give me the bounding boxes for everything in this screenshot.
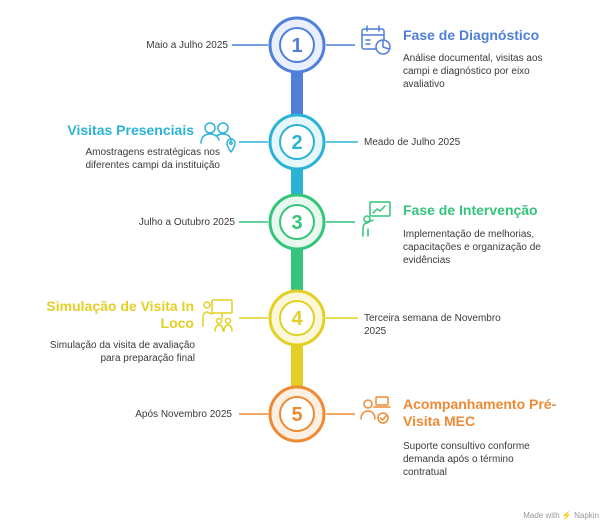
- presentation-group-icon: [202, 299, 233, 332]
- connector-4-5: [291, 345, 303, 391]
- step-number-2: 2: [291, 132, 302, 154]
- step-3-date: Julho a Outubro 2025: [138, 217, 235, 228]
- step-5-title: Acompanhamento Pré-Visita MEC: [403, 396, 557, 429]
- footer-credit: Made with ⚡ Napkin: [523, 511, 599, 520]
- step-number-5: 5: [291, 404, 302, 426]
- step-3-title: Fase de Intervenção: [403, 202, 538, 218]
- step-4-date: Terceira semana de Novembro 2025: [364, 313, 501, 337]
- connector-1-2: [291, 73, 303, 119]
- step-5-description: Suporte consultivo conforme demanda após…: [403, 441, 530, 478]
- connector-2-3: [291, 167, 303, 197]
- support-laptop-icon: [360, 396, 391, 424]
- step-3-description: Implementação de melhorias, capacitações…: [403, 229, 541, 266]
- step-4-description: Simulação da visita de avaliação para pr…: [49, 340, 195, 364]
- presenter-board-icon: [362, 201, 391, 237]
- step-5-date: Após Novembro 2025: [135, 409, 232, 420]
- step-1-description: Análise documental, visitas aos campi e …: [403, 53, 543, 90]
- step-1-title: Fase de Diagnóstico: [403, 27, 540, 43]
- step-2-date: Meado de Julho 2025: [364, 137, 461, 148]
- step-1-date: Maio a Julho 2025: [146, 40, 228, 51]
- calendar-chart-icon: [361, 25, 391, 55]
- step-4-title: Simulação de Visita In Loco: [46, 298, 194, 331]
- step-node-5: [239, 385, 355, 443]
- connector-3-4: [291, 245, 303, 293]
- step-number-4: 4: [291, 308, 303, 330]
- step-number-1: 1: [291, 35, 302, 57]
- step-2-description: Amostragens estratégicas nos diferentes …: [85, 147, 220, 171]
- step-node-3: [239, 193, 355, 251]
- step-number-3: 3: [291, 212, 302, 234]
- step-node-4: [239, 289, 358, 347]
- step-node-1: [232, 16, 355, 74]
- step-node-2: [239, 113, 358, 171]
- step-2-title: Visitas Presenciais: [67, 122, 194, 138]
- people-location-icon: [200, 122, 236, 153]
